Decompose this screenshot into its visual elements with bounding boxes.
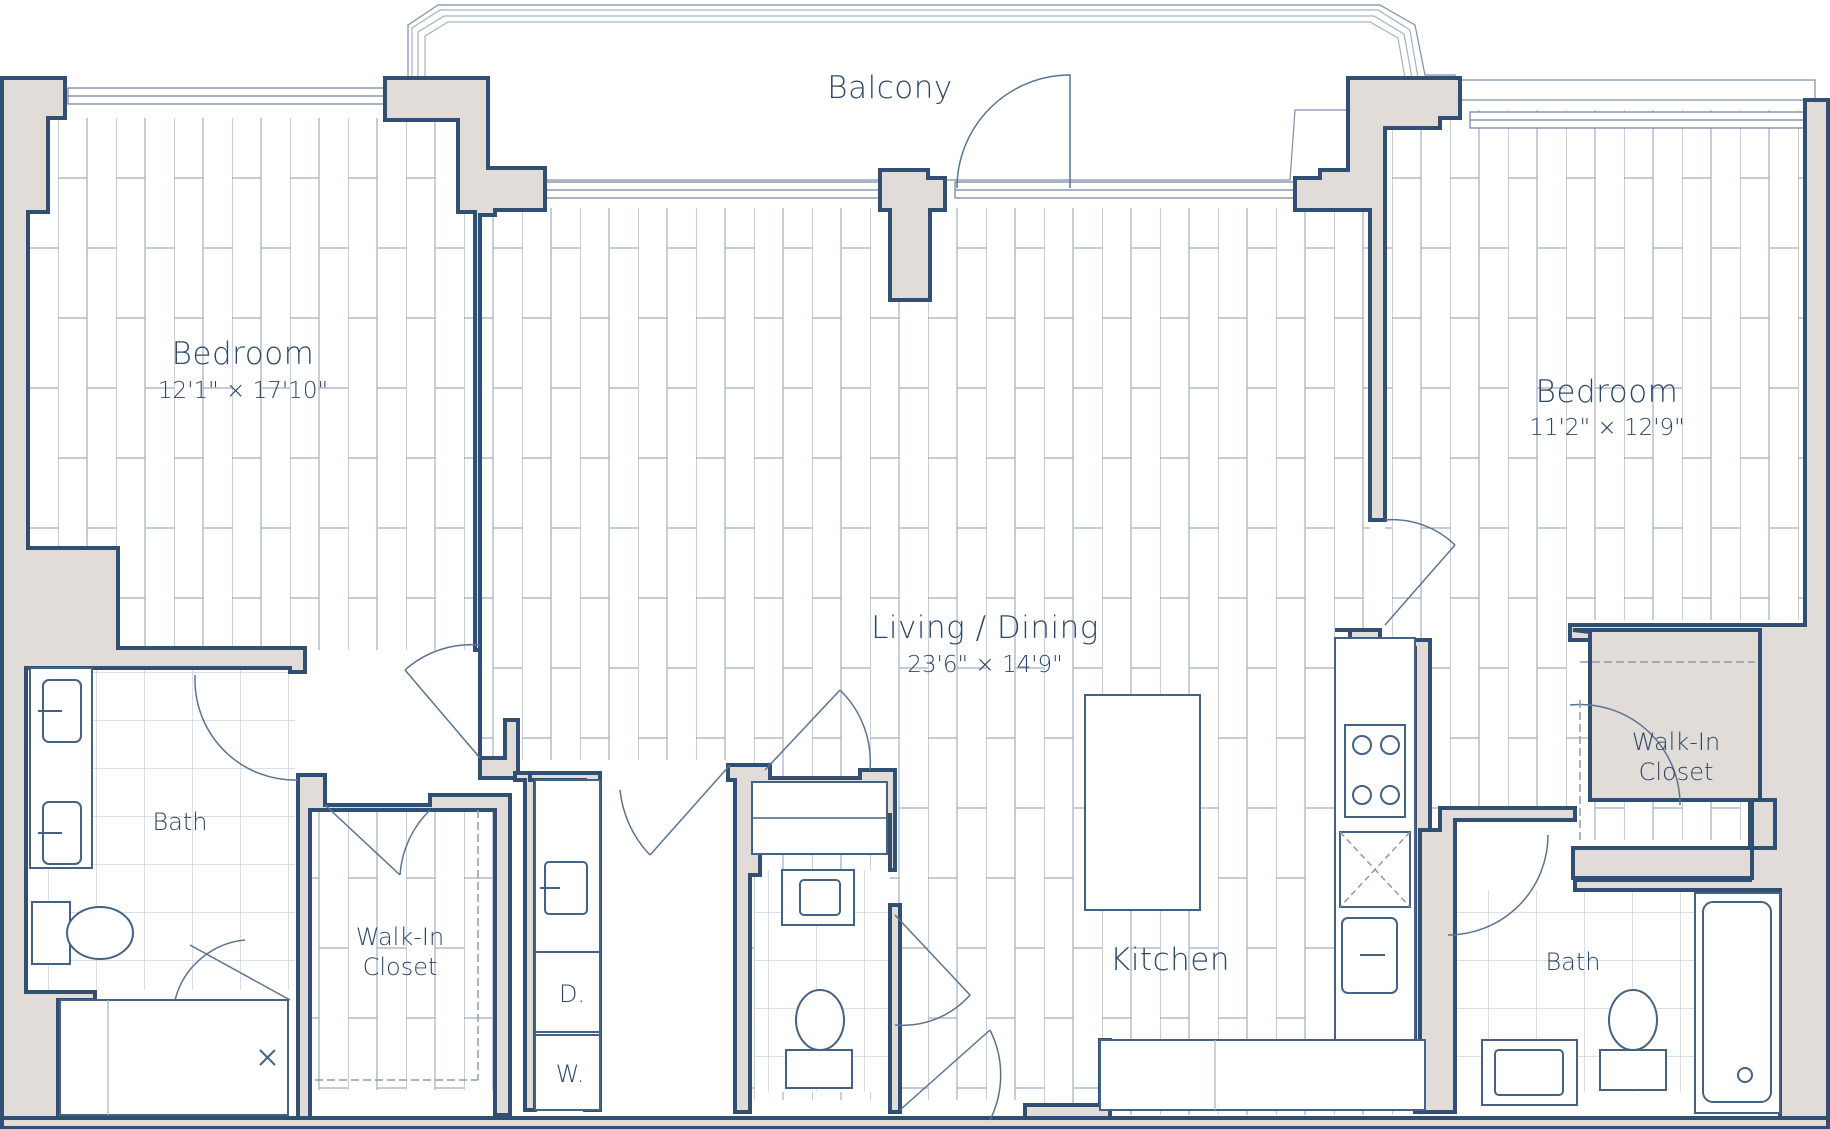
washer-label: W.: [556, 1060, 585, 1088]
bedroom-right-dim: 11'2" × 12'9": [1529, 415, 1685, 441]
closet-right: [1579, 661, 1755, 840]
door-swings: [174, 74, 1681, 1121]
balcony-label: Balcony: [827, 70, 952, 106]
bedroom-right-name: Bedroom: [1536, 374, 1679, 410]
bath-left-label: Bath: [152, 808, 207, 836]
room-labels: Bedroom 12'1" × 17'10" Bedroom 11'2" × 1…: [152, 336, 1720, 981]
closet-left: [315, 810, 479, 1081]
bedroom-left-dim: 12'1" × 17'10": [158, 378, 328, 404]
closet-right-line2: Closet: [1639, 758, 1714, 786]
powder-bath-fixtures: [751, 781, 888, 1089]
bedroom-left-name: Bedroom: [172, 336, 315, 372]
bath-left-fixtures: [29, 667, 289, 1116]
bath-right-label: Bath: [1545, 948, 1600, 976]
balcony: Balcony: [407, 4, 1816, 181]
kitchen-fixtures: Kitchen: [1084, 637, 1426, 1111]
dryer-label: D.: [559, 980, 585, 1008]
living-name: Living / Dining: [871, 610, 1099, 646]
living-dim: 23'6" × 14'9": [907, 652, 1063, 678]
closet-left-line1: Walk-In: [356, 923, 444, 951]
bath-right-fixtures: [1481, 892, 1781, 1114]
kitchen-label: Kitchen: [1110, 942, 1230, 978]
closet-right-line1: Walk-In: [1632, 728, 1720, 756]
laundry-closet: D. W.: [534, 779, 601, 1111]
closet-left-line2: Closet: [363, 953, 438, 981]
